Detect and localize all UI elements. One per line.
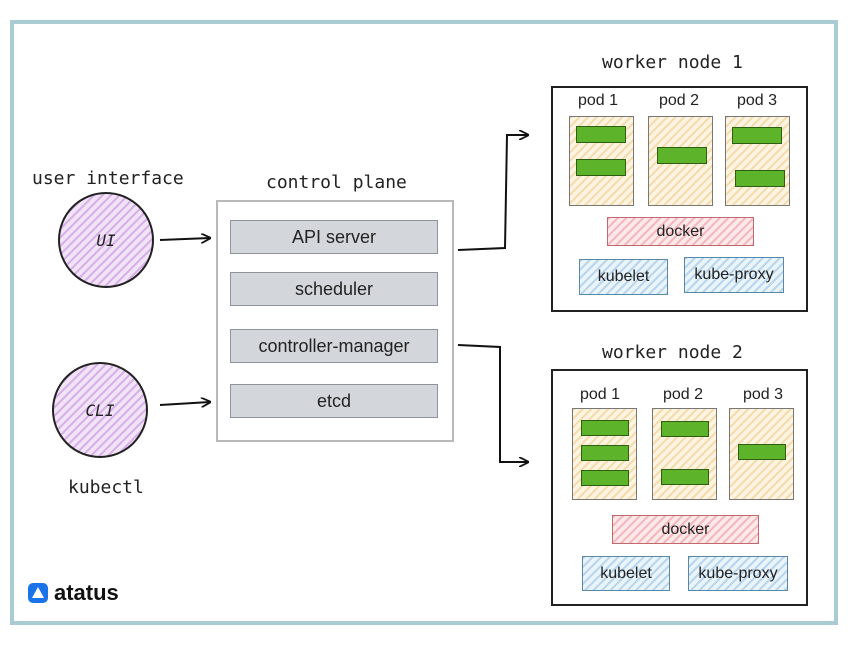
control-plane-label: control plane xyxy=(266,172,407,193)
container xyxy=(581,445,629,461)
worker-node-2-label: worker node 2 xyxy=(602,342,743,363)
ui-client-circle: UI xyxy=(58,192,154,288)
container xyxy=(661,421,709,437)
node1-pod-1 xyxy=(569,116,634,206)
node2-docker: docker xyxy=(612,515,759,544)
container xyxy=(581,470,629,486)
user-interface-label: user interface xyxy=(32,168,184,189)
arrow-ui-to-api xyxy=(159,238,210,240)
node2-pod-2 xyxy=(652,408,717,500)
node1-kube-proxy: kube-proxy xyxy=(684,257,784,293)
scheduler-box: scheduler xyxy=(230,272,438,306)
brand-name: atatus xyxy=(54,580,119,605)
api-server-box: API server xyxy=(230,220,438,254)
node1-docker: docker xyxy=(607,217,754,246)
container xyxy=(661,469,709,485)
container xyxy=(735,170,785,187)
node1-pod-2 xyxy=(648,116,713,206)
container xyxy=(581,420,629,436)
arrow-cli-to-etcd xyxy=(159,402,210,405)
node2-pod-3-label: pod 3 xyxy=(743,386,784,403)
node2-pod-1 xyxy=(572,408,637,500)
etcd-box: etcd xyxy=(230,384,438,418)
node1-kubelet: kubelet xyxy=(579,259,668,295)
node1-pod-3 xyxy=(725,116,790,206)
atatus-logo-icon xyxy=(28,583,48,603)
arrow-api-to-node1 xyxy=(457,135,528,251)
container xyxy=(657,147,707,164)
controller-manager-box: controller-manager xyxy=(230,329,438,363)
worker-node-1-label: worker node 1 xyxy=(602,52,743,73)
container xyxy=(576,159,626,176)
ui-client-label: UI xyxy=(96,230,116,250)
node1-pod-3-label: pod 3 xyxy=(737,92,778,109)
kubectl-label: kubectl xyxy=(68,477,144,498)
brand-logo: atatus xyxy=(28,580,119,606)
container xyxy=(732,127,782,144)
node2-pod-2-label: pod 2 xyxy=(663,386,704,403)
container xyxy=(576,126,626,143)
cli-client-circle: CLI xyxy=(52,362,148,458)
node2-kube-proxy: kube-proxy xyxy=(688,556,788,591)
node2-pod-1-label: pod 1 xyxy=(580,386,621,403)
cli-client-label: CLI xyxy=(85,400,115,420)
node1-pod-1-label: pod 1 xyxy=(578,92,619,109)
arrow-cm-to-node2 xyxy=(457,344,528,462)
node2-kubelet: kubelet xyxy=(582,556,670,591)
node1-pod-2-label: pod 2 xyxy=(659,92,700,109)
node2-pod-3 xyxy=(729,408,794,500)
container xyxy=(738,444,786,460)
